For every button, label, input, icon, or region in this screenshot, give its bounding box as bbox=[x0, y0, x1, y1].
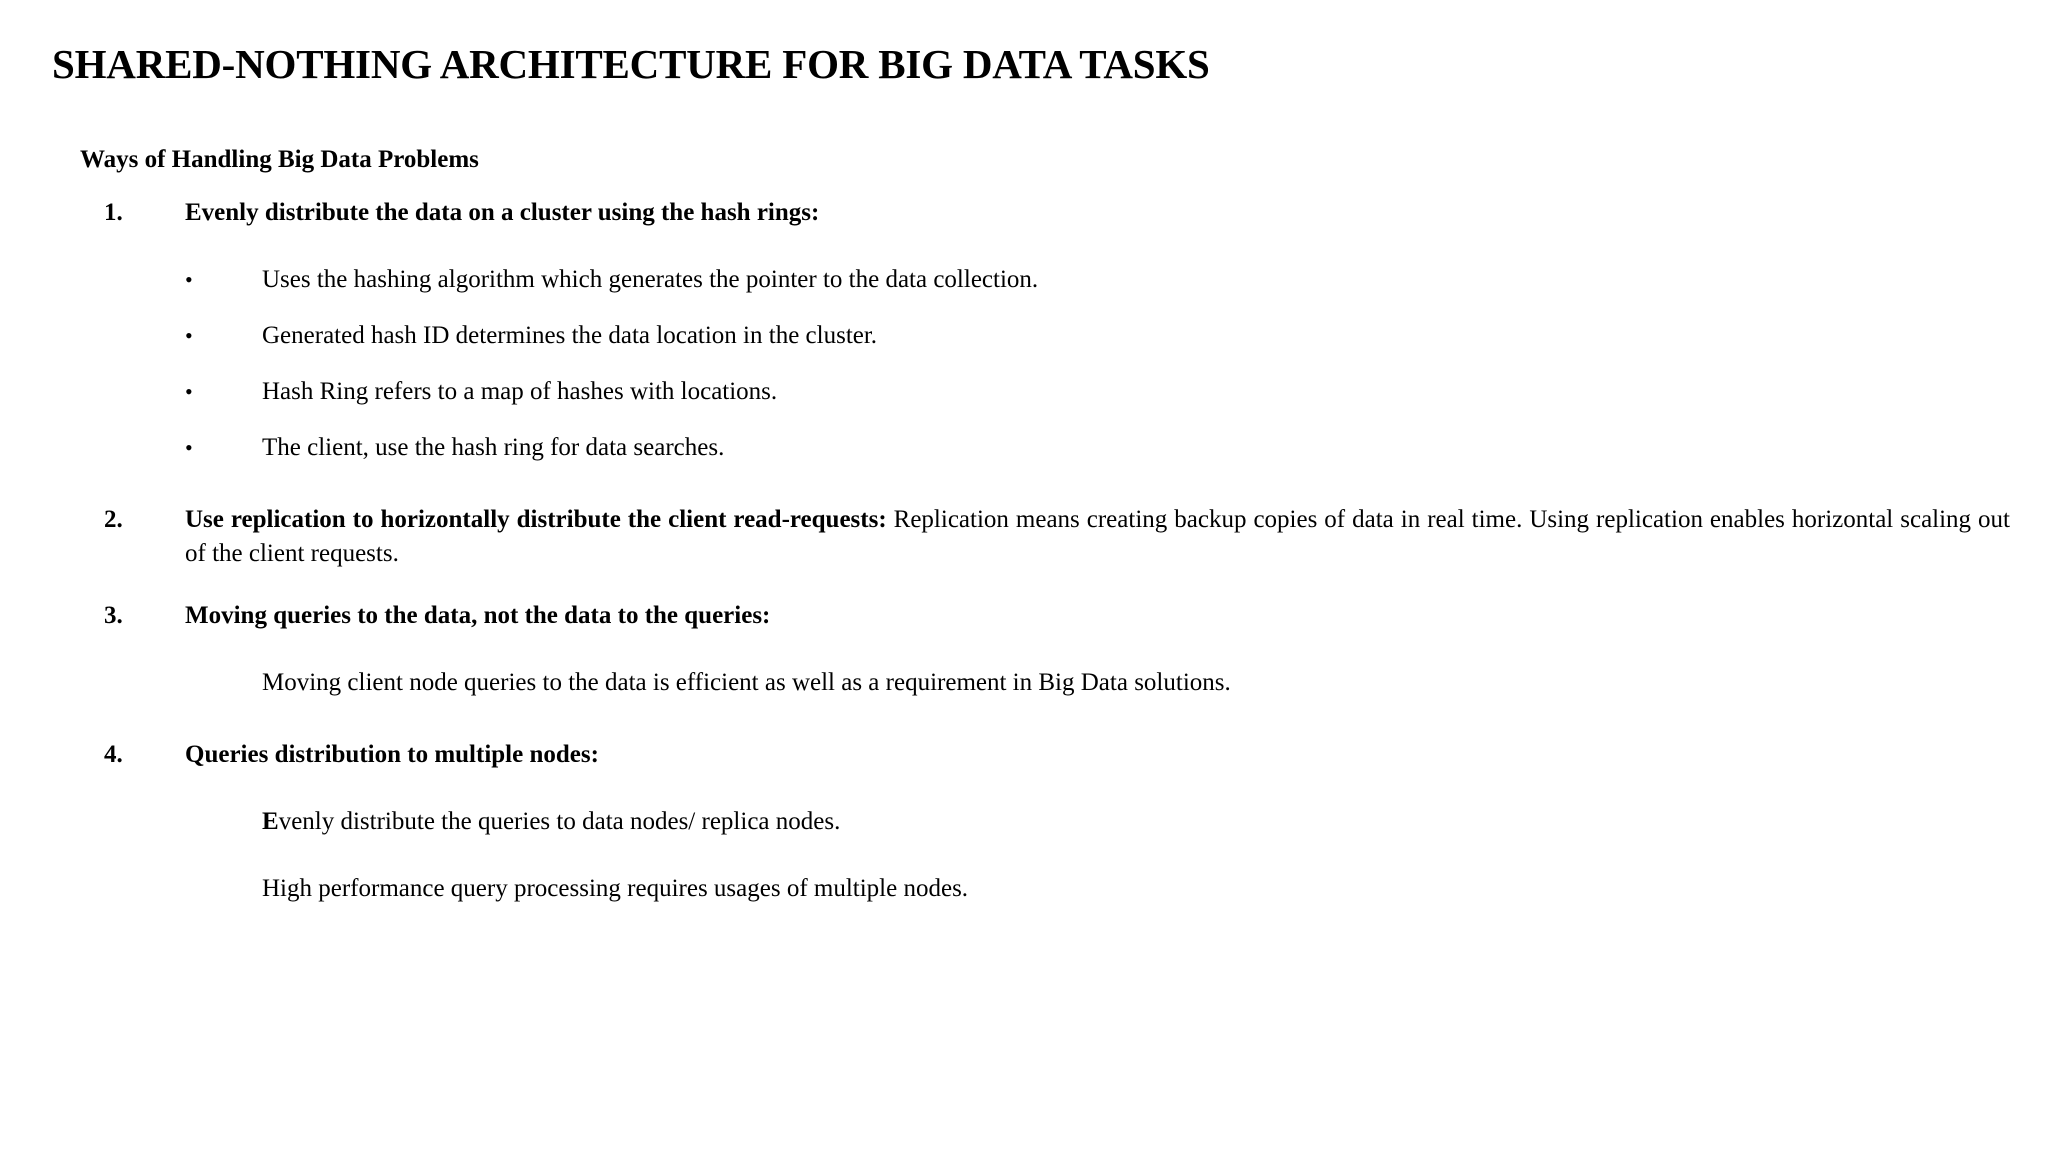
sub-paragraph: Evenly distribute the queries to data no… bbox=[262, 805, 2008, 839]
spacer bbox=[0, 839, 2048, 872]
list-item: • Generated hash ID determines the data … bbox=[0, 319, 2048, 353]
bullet-text: Generated hash ID determines the data lo… bbox=[262, 322, 878, 349]
list-item-body: Queries distribution to multiple nodes: bbox=[185, 738, 2010, 772]
spacer bbox=[0, 297, 2048, 319]
list-item-text: Replication means creating backup copies… bbox=[185, 506, 2010, 567]
bullet-list-1: • Uses the hashing algorithm which gener… bbox=[0, 263, 2048, 465]
list-item-3: 3. Moving queries to the data, not the d… bbox=[0, 599, 2048, 633]
bullet-icon: • bbox=[185, 267, 193, 292]
list-marker: 4. bbox=[104, 741, 123, 768]
list-item-body: Use replication to horizontally distribu… bbox=[185, 503, 2010, 571]
sub-paragraph-lead-letter: E bbox=[262, 808, 279, 835]
bullet-icon: • bbox=[185, 435, 193, 460]
list-item-body: Moving queries to the data, not the data… bbox=[185, 599, 2010, 633]
section-subtitle: Ways of Handling Big Data Problems bbox=[80, 145, 479, 173]
list-item-heading: Moving queries to the data, not the data… bbox=[185, 602, 771, 629]
sub-paragraph: Moving client node queries to the data i… bbox=[262, 669, 1231, 696]
spacer bbox=[0, 700, 2048, 738]
page-title: SHARED-NOTHING ARCHITECTURE FOR BIG DATA… bbox=[52, 41, 1210, 88]
list-marker: 2. bbox=[104, 506, 123, 533]
bullet-icon: • bbox=[185, 323, 193, 348]
spacer bbox=[0, 633, 2048, 666]
spacer bbox=[0, 409, 2048, 431]
list-marker: 1. bbox=[104, 199, 123, 226]
list-item: • Hash Ring refers to a map of hashes wi… bbox=[0, 375, 2048, 409]
sub-paragraph: High performance query processing requir… bbox=[262, 875, 969, 902]
list-item-body: Evenly distribute the data on a cluster … bbox=[185, 196, 2010, 230]
list-item: • The client, use the hash ring for data… bbox=[0, 431, 2048, 465]
list-item-2: 2. Use replication to horizontally distr… bbox=[0, 503, 2048, 571]
list-marker: 3. bbox=[104, 602, 123, 629]
list-item-heading: Evenly distribute the data on a cluster … bbox=[185, 199, 820, 226]
bullet-text: Uses the hashing algorithm which generat… bbox=[262, 266, 1039, 293]
sub-paragraph-text: venly distribute the queries to data nod… bbox=[278, 808, 841, 835]
numbered-list: 1. Evenly distribute the data on a clust… bbox=[0, 196, 2048, 906]
spacer bbox=[0, 772, 2048, 805]
bullet-text: Hash Ring refers to a map of hashes with… bbox=[262, 378, 778, 405]
list-item-heading: Queries distribution to multiple nodes: bbox=[185, 741, 599, 768]
list-item: • Uses the hashing algorithm which gener… bbox=[0, 263, 2048, 297]
bullet-icon: • bbox=[185, 379, 193, 404]
bullet-text: The client, use the hash ring for data s… bbox=[262, 434, 725, 461]
spacer bbox=[0, 353, 2048, 375]
spacer bbox=[0, 465, 2048, 503]
spacer bbox=[0, 571, 2048, 599]
list-item-heading: Use replication to horizontally distribu… bbox=[185, 506, 887, 533]
spacer bbox=[0, 230, 2048, 263]
list-item-4: 4. Queries distribution to multiple node… bbox=[0, 738, 2048, 772]
list-item-1: 1. Evenly distribute the data on a clust… bbox=[0, 196, 2048, 230]
